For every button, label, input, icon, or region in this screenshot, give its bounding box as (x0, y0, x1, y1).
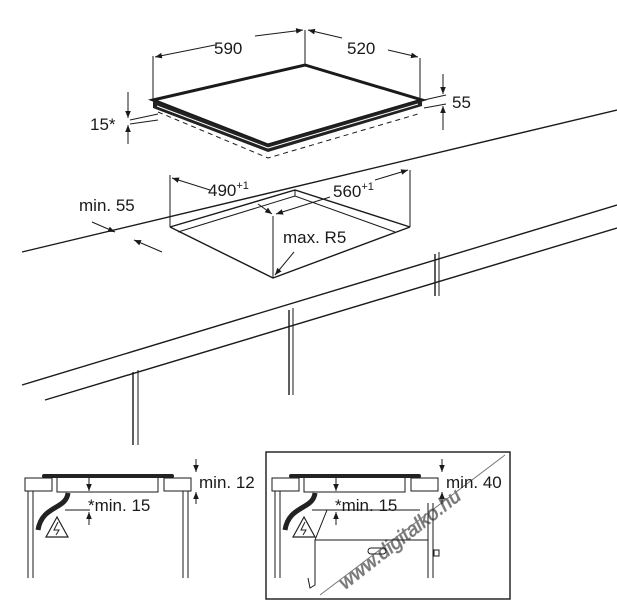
right-below-min-label: *min. 15 (335, 496, 397, 515)
hob-dimensions: 590 520 55 15* (90, 28, 471, 144)
section-left: *min. 15 min. 12 (24, 459, 255, 578)
cutout-depth-label: 560+1 (333, 181, 374, 201)
hob-clearance-label: 15* (90, 115, 116, 134)
hob-depth-label: 520 (347, 39, 375, 58)
countertop (21, 109, 617, 445)
hob-width-label: 590 (214, 39, 242, 58)
cutout: 490+1 560+1 min. 55 max. R5 (79, 169, 411, 279)
left-top-min-label: min. 12 (199, 473, 255, 492)
radius-label: max. R5 (283, 228, 346, 247)
left-below-min-label: *min. 15 (88, 496, 150, 515)
hob (147, 63, 428, 159)
right-top-min-label: min. 40 (446, 473, 502, 492)
hob-height-label: 55 (452, 93, 471, 112)
front-min-label: min. 55 (79, 196, 135, 215)
section-right: *min. 15 min. 40 (265, 451, 511, 600)
cutout-width-label: 490+1 (208, 180, 249, 200)
